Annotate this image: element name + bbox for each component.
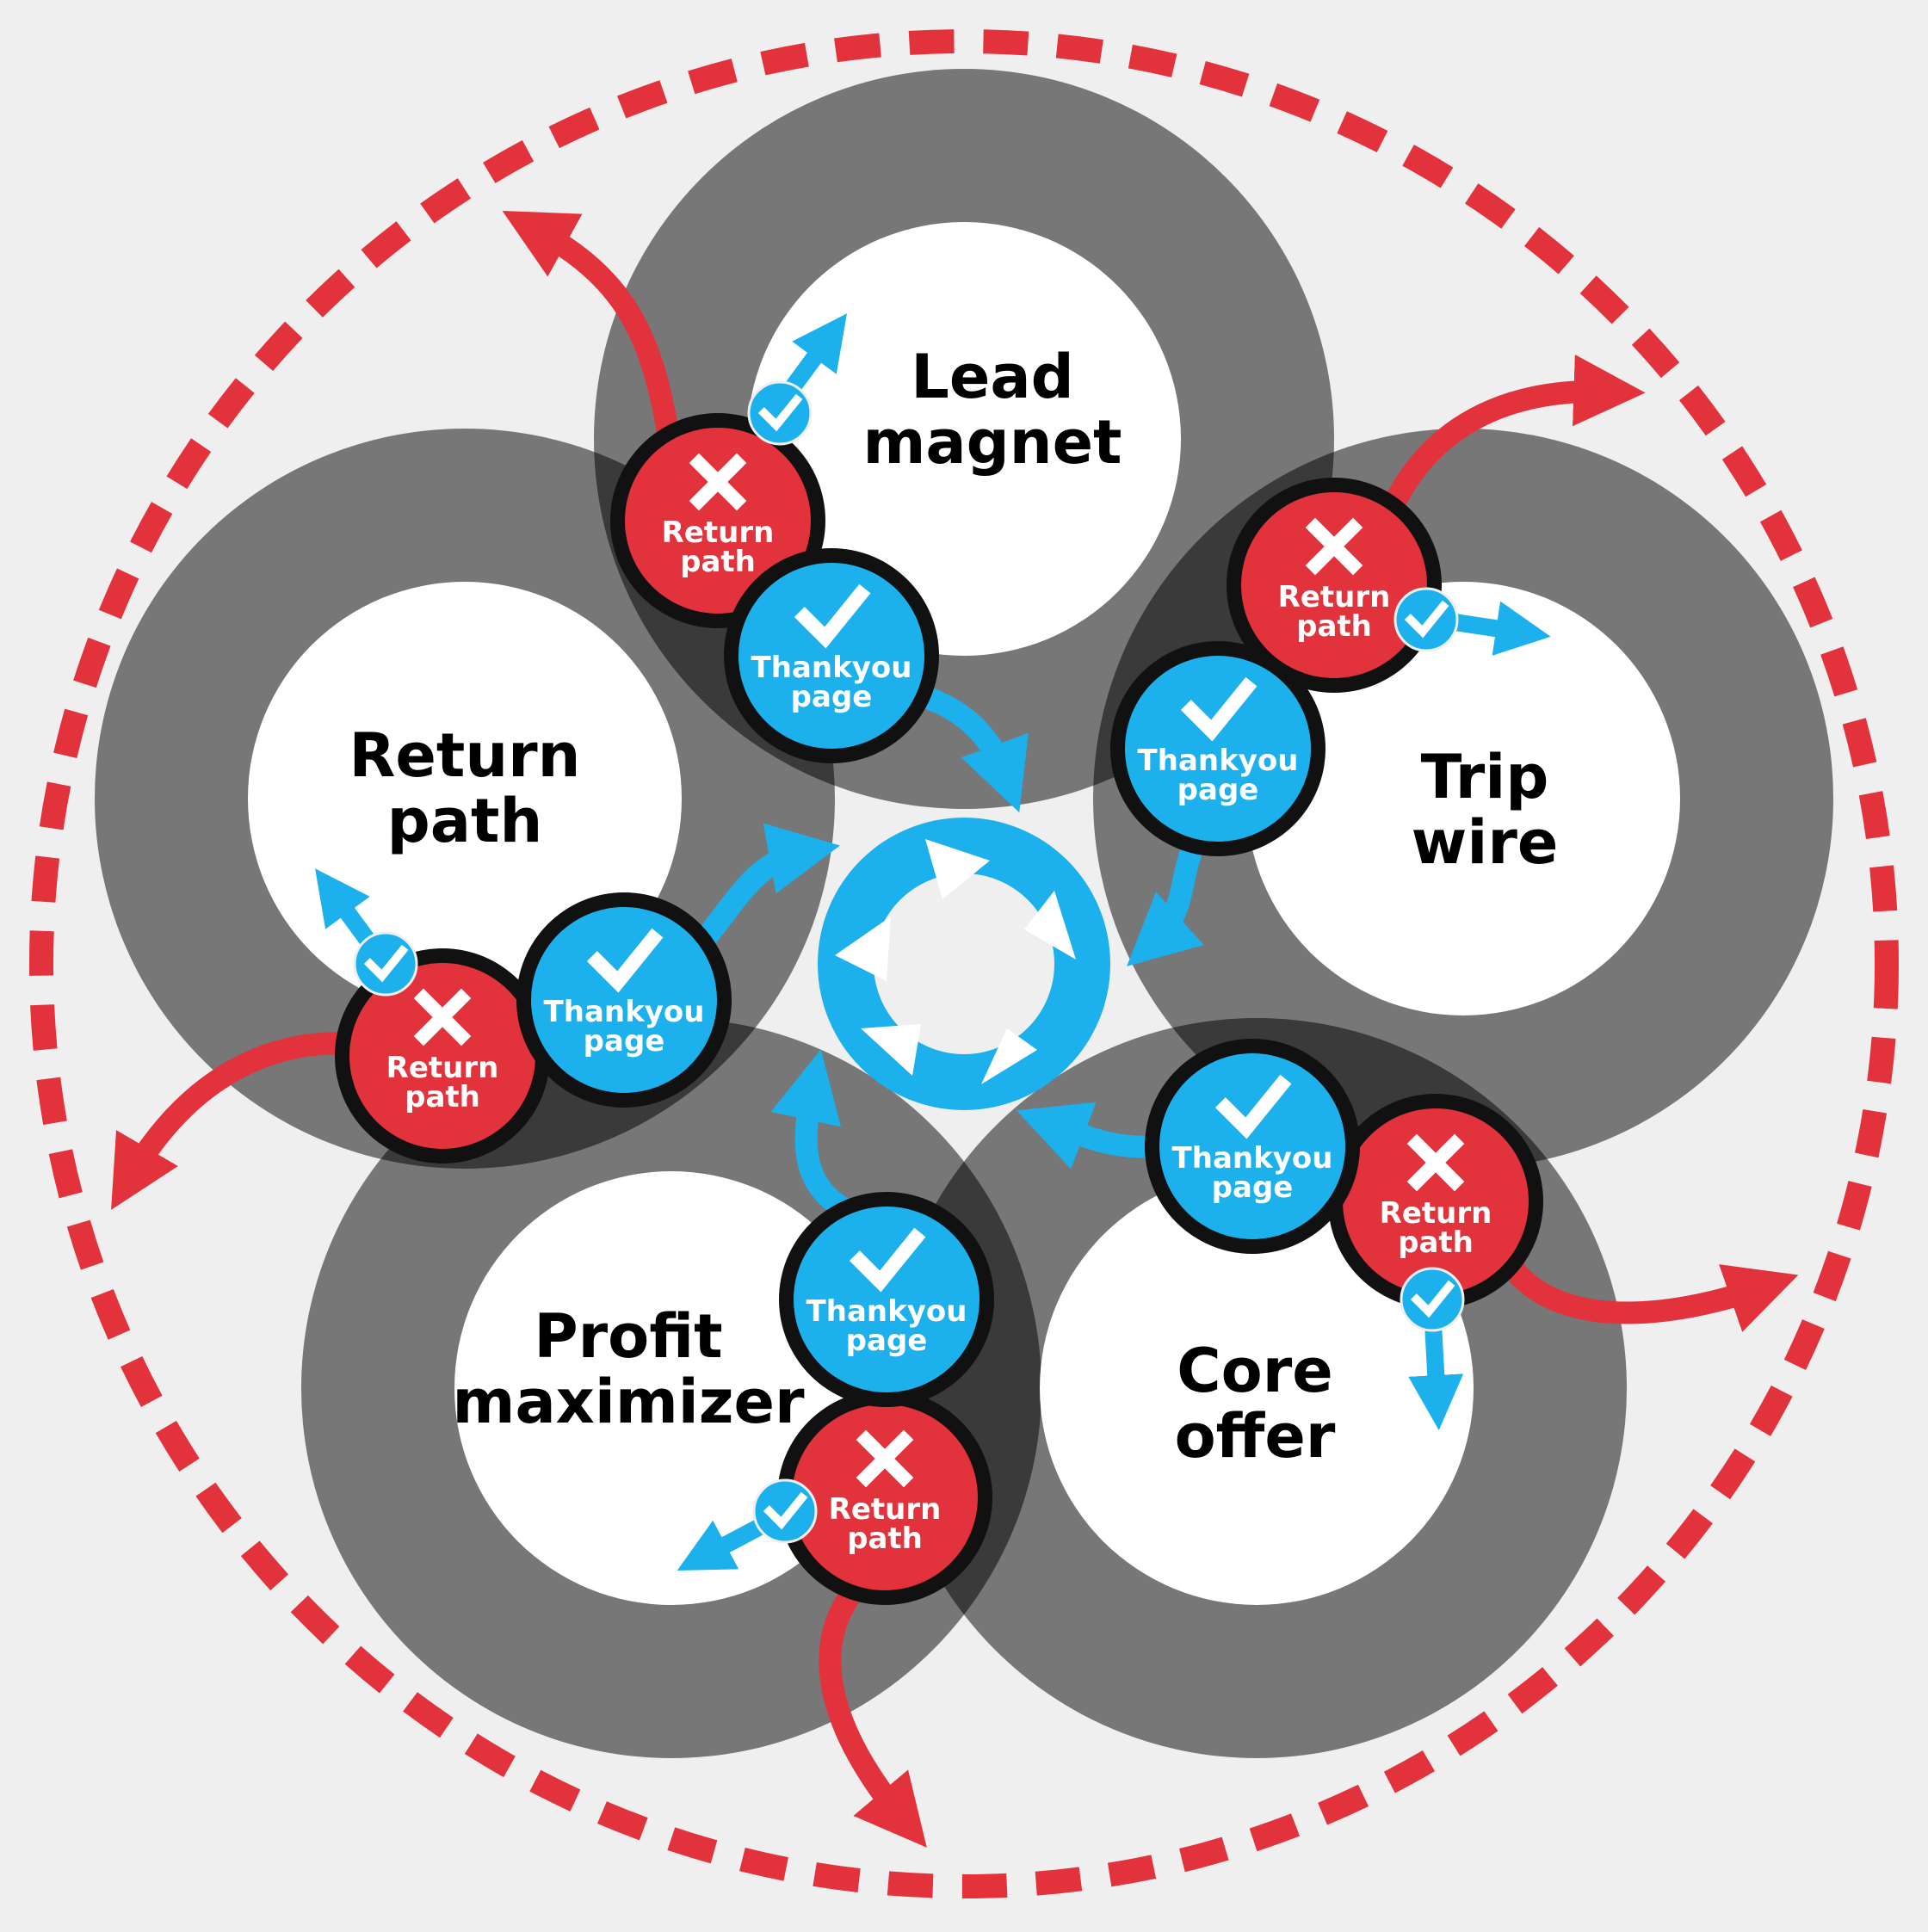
x-mark-icon [1305, 517, 1363, 576]
thankyou-arrow-return-path [695, 823, 840, 949]
check-mark-icon [363, 944, 409, 983]
return-badge-text: path [847, 1522, 923, 1556]
node-label-lead-magnet: Lead [911, 342, 1073, 412]
outer-dashed-ring [29, 29, 1899, 1898]
node-label-core-offer: Core [1177, 1336, 1332, 1406]
node-label-core-offer: offer [1175, 1401, 1336, 1472]
thankyou-badge-text: page [846, 1324, 928, 1358]
x-mark-icon [1406, 1133, 1465, 1192]
thankyou-badge-text: Thankyou [1172, 1141, 1333, 1176]
check-mark-icon [1214, 1074, 1292, 1139]
check-circle-icon [353, 931, 418, 997]
return-badge-text: Return [829, 1492, 942, 1527]
check-mark-icon [763, 1491, 808, 1530]
check-mark-icon [849, 1227, 926, 1293]
return-badge-text: Return [1380, 1196, 1492, 1231]
node-label-trip-wire: wire [1412, 807, 1559, 878]
return-badge-text: Return [1278, 580, 1391, 614]
check-circle-icon [1393, 587, 1459, 652]
return-badge-text: path [1398, 1225, 1474, 1260]
check-mark-icon [1410, 1280, 1455, 1318]
return-badge-text: path [680, 545, 756, 579]
check-circle-icon [752, 1478, 818, 1544]
badges-layer: ReturnpathThankyoupageReturnpathThankyou… [335, 380, 1543, 1605]
node-label-profit-maximizer: Profit [534, 1301, 722, 1372]
check-mark-icon [794, 583, 871, 649]
x-mark-icon [856, 1429, 914, 1488]
thankyou-badge-text: page [584, 1024, 665, 1059]
thankyou-badge-text: Thankyou [1138, 744, 1299, 778]
thankyou-badge-text: Thankyou [806, 1294, 967, 1329]
node-label-lead-magnet: magnet [862, 407, 1122, 478]
thankyou-badge-text: Thankyou [751, 651, 912, 685]
check-mark-icon [757, 393, 803, 432]
check-circle-icon [1400, 1267, 1465, 1332]
check-circle-icon [747, 380, 813, 446]
return-badge-text: Return [662, 515, 775, 550]
node-lead-magnet [747, 222, 1181, 656]
x-mark-icon [413, 988, 472, 1046]
thankyou-badge-text: Thankyou [544, 995, 705, 1029]
node-label-trip-wire: Trip [1421, 742, 1549, 812]
cycle-arrows-icon [818, 818, 1110, 1110]
check-mark-icon [1180, 676, 1258, 742]
node-label-return-path: path [387, 786, 543, 856]
x-mark-icon [689, 453, 747, 511]
thankyou-badge-text: page [1212, 1170, 1294, 1205]
check-mark-icon [1404, 600, 1449, 639]
node-label-return-path: Return [349, 720, 580, 791]
check-mark-icon [586, 928, 664, 993]
return-badge-text: path [1296, 609, 1372, 644]
return-arrow-return-path [111, 1032, 381, 1210]
node-label-profit-maximizer: maximizer [453, 1367, 805, 1437]
thankyou-badge-text: page [1177, 773, 1259, 807]
return-arrow-lead-magnet [502, 210, 683, 467]
thankyou-badge-text: page [791, 680, 873, 714]
thankyou-arrow-profit-maximizer [770, 1049, 863, 1225]
return-badge-text: Return [386, 1051, 499, 1085]
return-badge-text: path [405, 1080, 480, 1114]
